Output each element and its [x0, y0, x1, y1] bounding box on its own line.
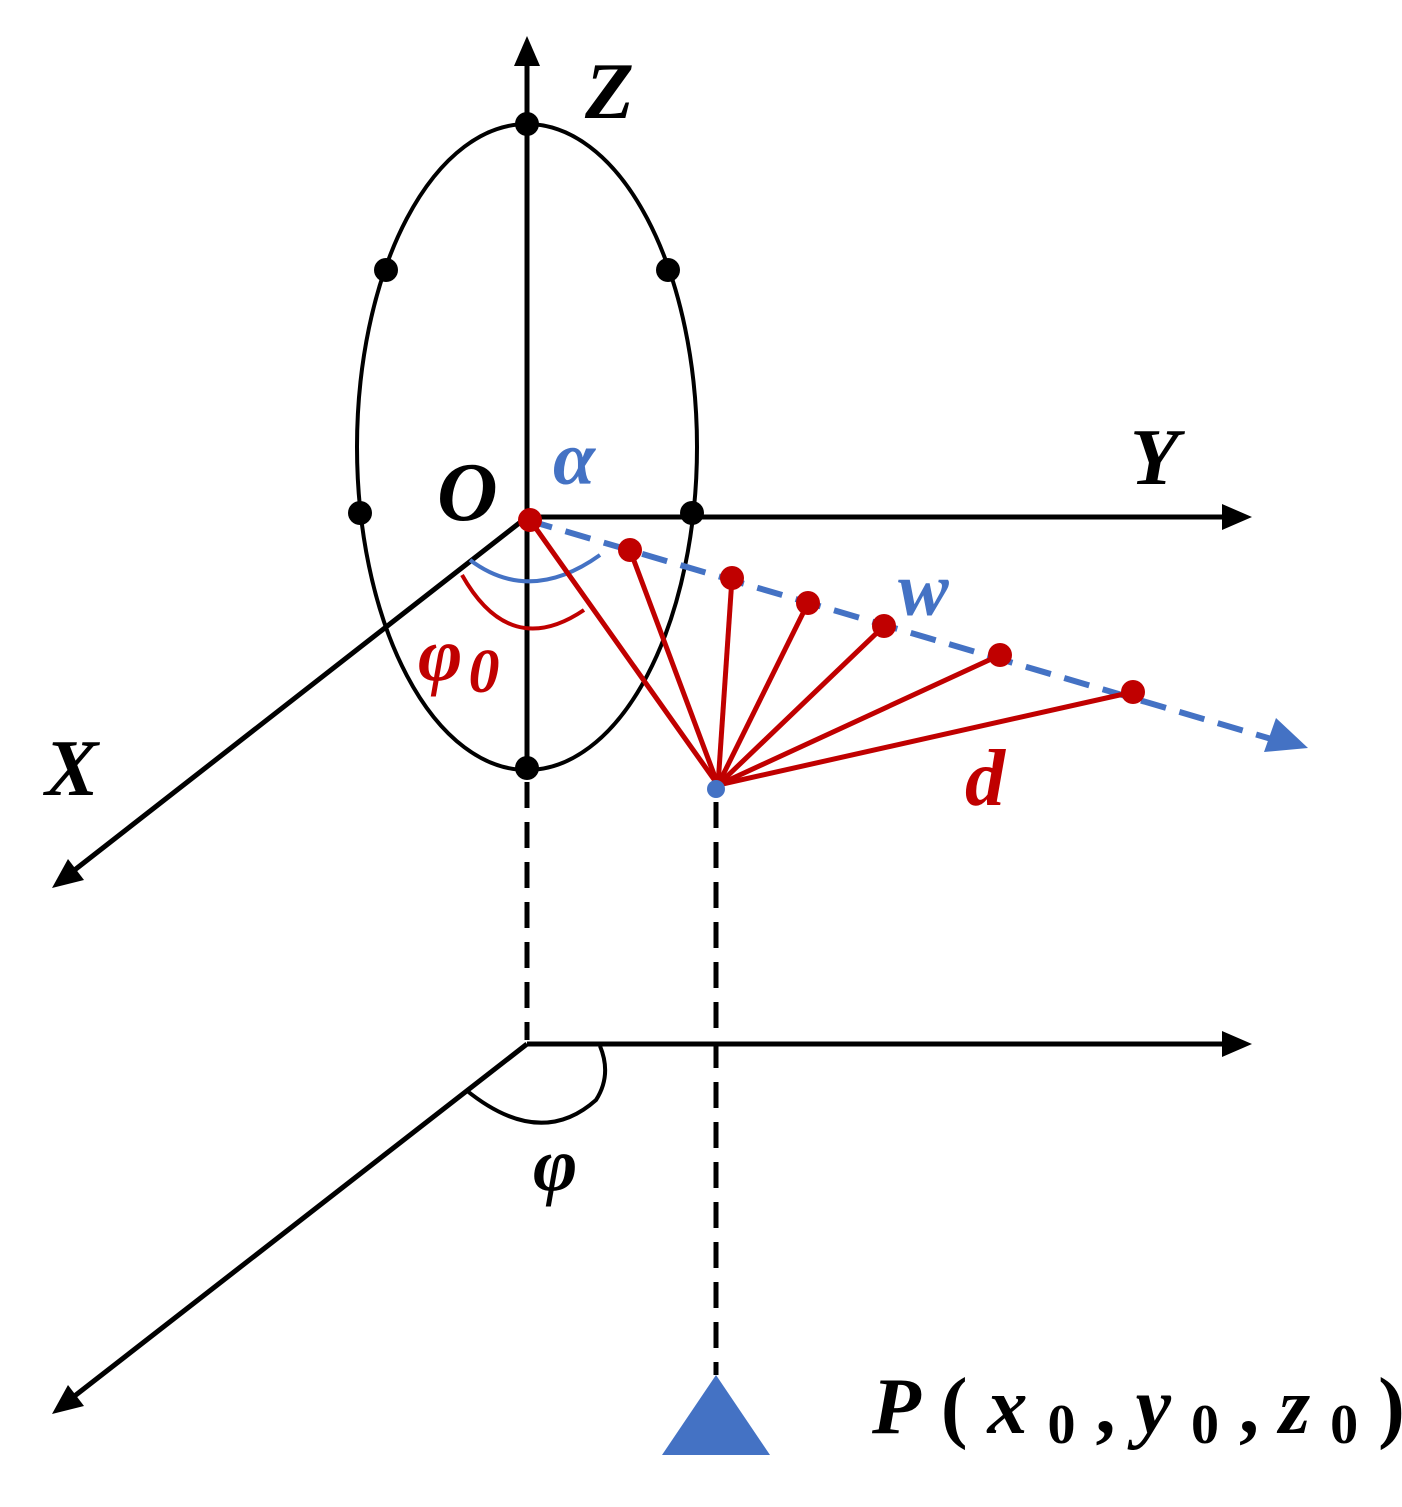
point-x-sub: 0: [1048, 1394, 1076, 1456]
alpha-arc: [468, 553, 602, 584]
ground-y-arrowhead: [1222, 1031, 1252, 1057]
point-label: P ( x 0 , y 0 , z 0 ): [871, 1363, 1402, 1461]
x-axis-line: [70, 515, 529, 874]
w-direction-line: [526, 517, 1276, 743]
ground-x-arrowhead: [52, 1385, 84, 1414]
phi-arc: [464, 1045, 608, 1125]
x-axis-arrowhead: [52, 859, 84, 888]
ring-element: [515, 112, 539, 136]
w-label: w: [898, 548, 949, 632]
y-axis-label: Y: [1130, 414, 1185, 502]
ring-element: [374, 258, 398, 282]
ring-elements: [348, 112, 704, 780]
sample-point: [618, 538, 642, 562]
sample-point: [720, 566, 744, 590]
point-close-paren: ): [1378, 1363, 1402, 1451]
d-label: d: [965, 735, 1006, 823]
distance-rays: [527, 518, 1134, 788]
point-sep-1: ,: [1096, 1363, 1136, 1451]
z-axis-arrowhead: [514, 36, 540, 66]
point-z-sub: 0: [1330, 1394, 1358, 1456]
ray: [716, 624, 886, 787]
phi0-symbol: φ: [418, 613, 462, 697]
ray: [627, 549, 721, 786]
point-sep-2: ,: [1239, 1363, 1279, 1451]
sample-point: [518, 508, 542, 532]
ray: [716, 652, 1002, 788]
ground-x-axis-line: [70, 1042, 529, 1400]
phi0-arc: [460, 574, 586, 631]
phi0-subscript: 0: [468, 638, 499, 706]
phi0-label: φ0: [418, 613, 499, 706]
ray: [715, 601, 811, 787]
point-name: P: [871, 1363, 922, 1451]
ray: [715, 577, 735, 786]
alpha-label: α: [553, 417, 597, 501]
ring-element: [515, 756, 539, 780]
ray: [527, 518, 721, 787]
sample-point: [1121, 680, 1145, 704]
point-x: x: [987, 1363, 1028, 1451]
point-z: z: [1276, 1363, 1310, 1451]
ray: [717, 689, 1134, 788]
w-arrowhead: [1264, 718, 1308, 752]
ring-element: [656, 258, 680, 282]
triangle-icon: [662, 1375, 770, 1455]
phi-label: φ: [533, 1123, 577, 1207]
y-axis-arrowhead: [1222, 504, 1252, 530]
ring-element: [348, 501, 372, 525]
point-open-paren: (: [941, 1363, 968, 1451]
z-axis-label: Z: [584, 48, 634, 136]
origin-label: O: [437, 446, 498, 539]
x-axis-label: X: [42, 725, 100, 813]
ring-element: [680, 501, 704, 525]
sample-point: [796, 591, 820, 615]
point-y-sub: 0: [1191, 1394, 1219, 1456]
sample-point: [872, 614, 896, 638]
sample-points: [518, 508, 1145, 704]
sample-point: [988, 643, 1012, 667]
target-projection-point: [707, 780, 725, 798]
